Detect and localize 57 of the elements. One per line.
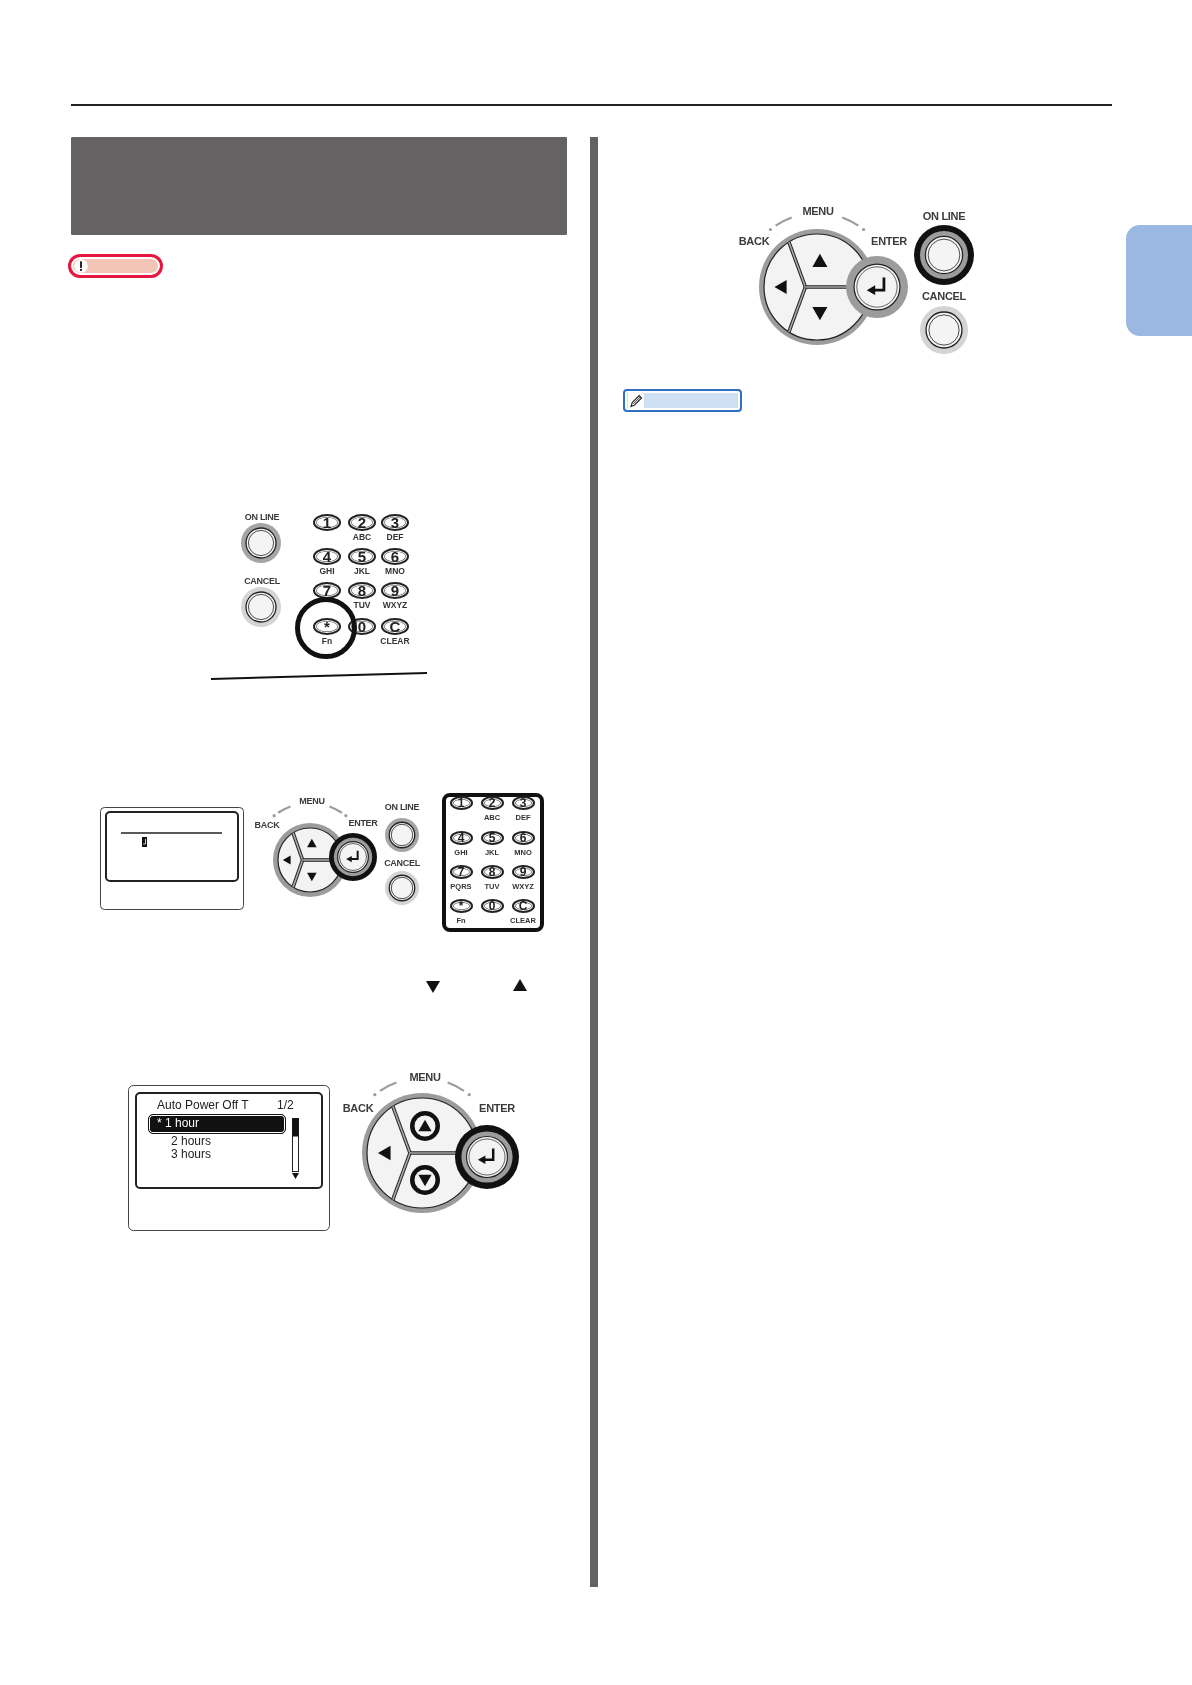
button-caption: BACK xyxy=(738,235,770,247)
keypad-key: 8 xyxy=(480,865,504,879)
keypad-key: 4 xyxy=(313,547,341,565)
keypad-panel xyxy=(442,793,544,932)
button-caption: CANCEL xyxy=(244,576,280,586)
key-caption: CLEAR xyxy=(380,636,410,646)
keypad-key: 1 xyxy=(449,796,473,810)
button-caption: CANCEL xyxy=(922,290,966,302)
lcd-screen xyxy=(135,1092,323,1189)
keypad-key: 7 xyxy=(313,581,341,599)
keypad-key: C xyxy=(381,617,409,635)
button-caption: ON LINE xyxy=(244,512,280,522)
key-caption: JKL xyxy=(353,566,371,576)
keypad-key: 0 xyxy=(480,899,504,913)
keypad-key: * xyxy=(313,617,341,635)
display-text: 1/2 xyxy=(277,1099,294,1112)
keypad-key: 2 xyxy=(348,513,376,531)
button-caption: MENU xyxy=(802,205,834,217)
keypad-key: 2 xyxy=(480,796,504,810)
keypad-key: 8 xyxy=(348,581,376,599)
button-caption: MENU xyxy=(409,1071,441,1083)
key-caption: DEF xyxy=(386,532,404,542)
display-text: 2 hours xyxy=(171,1135,212,1148)
key-caption: WXYZ xyxy=(382,600,408,610)
display-text: Auto Power Off T xyxy=(157,1099,249,1112)
keypad-key: 6 xyxy=(511,831,535,845)
display-text: 3 hours xyxy=(171,1148,212,1161)
button-caption: BACK xyxy=(342,1102,374,1114)
keypad-key: 9 xyxy=(511,865,535,879)
chapter-tab xyxy=(1126,225,1192,336)
keypad-key: 5 xyxy=(480,831,504,845)
button-caption: ENTER xyxy=(348,818,378,828)
scrollbar xyxy=(292,1118,299,1179)
button-caption: ENTER xyxy=(871,235,907,247)
keypad-key: C xyxy=(511,899,535,913)
button-caption: ENTER xyxy=(479,1102,515,1114)
button-caption: ON LINE xyxy=(922,210,966,222)
keypad-key: 3 xyxy=(381,513,409,531)
keypad-key: 3 xyxy=(511,796,535,810)
keypad-key: 7 xyxy=(449,865,473,879)
keypad-key: 6 xyxy=(381,547,409,565)
keypad-key: 9 xyxy=(381,581,409,599)
keypad-key: 5 xyxy=(348,547,376,565)
keypad-key: 4 xyxy=(449,831,473,845)
title-band xyxy=(71,137,567,235)
key-caption: ABC xyxy=(352,532,372,542)
button-caption: MENU xyxy=(299,796,325,806)
button-caption: CANCEL xyxy=(384,858,420,868)
key-caption: GHI xyxy=(319,566,335,576)
keypad-key: 1 xyxy=(313,513,341,531)
button-caption: ON LINE xyxy=(384,802,420,812)
button-caption: BACK xyxy=(254,820,280,830)
key-caption: MNO xyxy=(385,566,405,576)
keypad-key: * xyxy=(449,899,473,913)
key-caption: TUV xyxy=(353,600,371,610)
key-caption: Fn xyxy=(321,636,333,646)
highlighted-menu-item: * 1 hour xyxy=(148,1114,286,1134)
